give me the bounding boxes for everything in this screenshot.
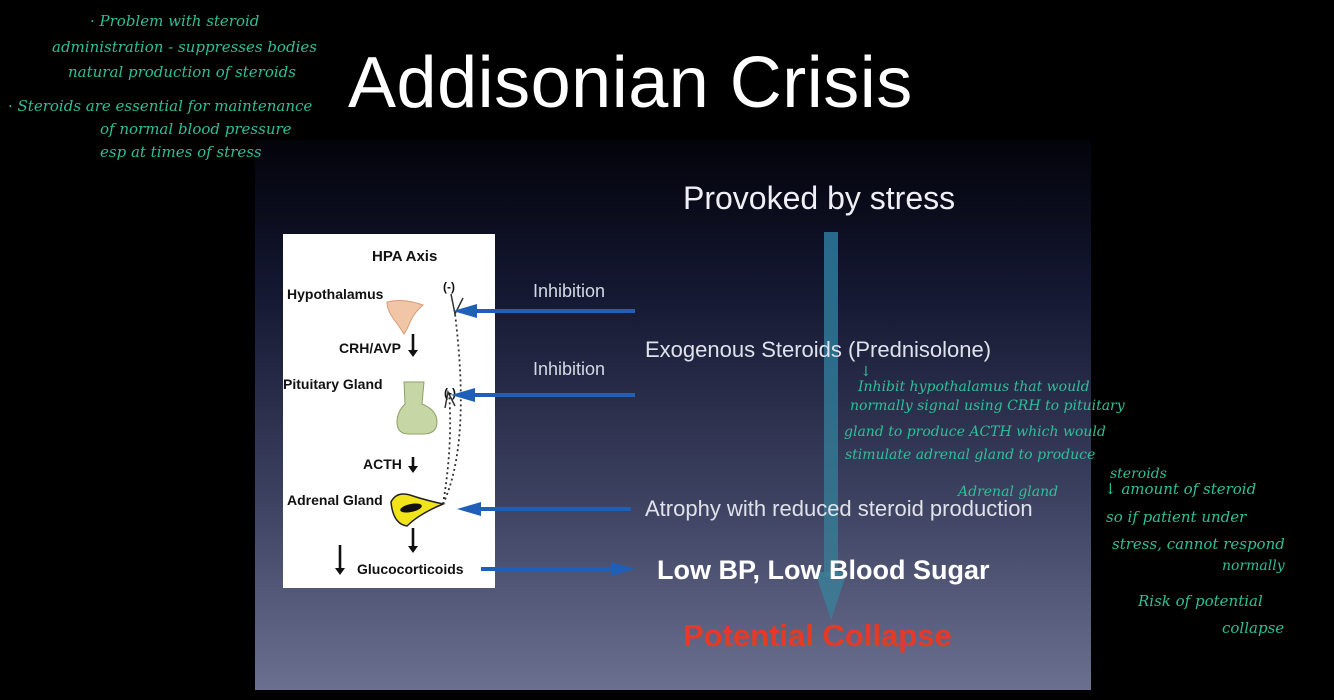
pituitary-label: Pituitary Gland (283, 376, 383, 392)
note-left-line-3: natural production of steroids (68, 63, 296, 81)
down-arrow-icon (815, 232, 847, 620)
note-middle-line-2: normally signal using CRH to pituitary (850, 398, 1125, 414)
low-bp-text: Low BP, Low Blood Sugar (657, 555, 990, 585)
note-middle-line-4: stimulate adrenal gland to produce (845, 447, 1096, 463)
hpa-graphics (335, 293, 464, 575)
note-right-line-1: ↓ amount of steroid (1104, 480, 1257, 498)
note-middle-line-5: steroids (1110, 466, 1167, 482)
adrenal-label: Adrenal Gland (287, 492, 383, 508)
provoked-by-stress-text: Provoked by stress (683, 180, 956, 216)
negative-feedback-1: (-) (443, 280, 455, 294)
note-middle-line-3: gland to produce ACTH which would (844, 424, 1106, 440)
negative-feedback-2: (-) (444, 386, 456, 400)
feedback-loop-inner (442, 391, 452, 505)
hypothalamus-label: Hypothalamus (287, 286, 384, 302)
potential-collapse-text: Potential Collapse (683, 618, 952, 653)
note-left-line-6: esp at times of stress (100, 143, 262, 161)
note-right-line-2: so if patient under (1106, 508, 1247, 526)
glucocorticoids-label: Glucocorticoids (357, 561, 464, 577)
inhibition-label-2: Inhibition (533, 359, 606, 379)
hpa-axis-diagram: HPA Axis Hypothalamus (-) CRH/AVP Pituit… (283, 234, 495, 588)
inhibition-label-1: Inhibition (533, 281, 606, 301)
blue-arrows (451, 304, 635, 576)
note-right-line-4: normally (1222, 558, 1285, 574)
note-middle-line-1: Inhibit hypothalamus that would (858, 379, 1090, 395)
note-right-line-6: collapse (1222, 619, 1285, 637)
note-adrenal-gland: Adrenal gland (958, 484, 1059, 500)
crh-label: CRH/AVP (339, 340, 401, 356)
hypothalamus-icon (386, 300, 424, 335)
atrophy-text: Atrophy with reduced steroid production (645, 496, 1033, 521)
note-middle-arrow: ↓ (860, 364, 872, 380)
slide-panel: Provoked by stress Exogenous Steroids (P… (255, 140, 1091, 690)
note-left-line-4: · Steroids are essential for maintenance (8, 97, 313, 115)
hpa-heading: HPA Axis (372, 248, 438, 265)
acth-label: ACTH (363, 456, 402, 472)
note-left-line-5: of normal blood pressure (100, 120, 292, 138)
note-left-line-2: administration - suppresses bodies (52, 38, 317, 56)
pituitary-icon (396, 381, 438, 435)
exogenous-steroids-text: Exogenous Steroids (Prednisolone) (645, 337, 992, 362)
note-left-line-1: · Problem with steroid (90, 12, 260, 30)
note-right-line-5: Risk of potential (1138, 592, 1263, 610)
feedback-loop-outer (442, 313, 462, 505)
slide-title: Addisonian Crisis (348, 43, 913, 123)
note-right-line-3: stress, cannot respond (1112, 535, 1285, 553)
